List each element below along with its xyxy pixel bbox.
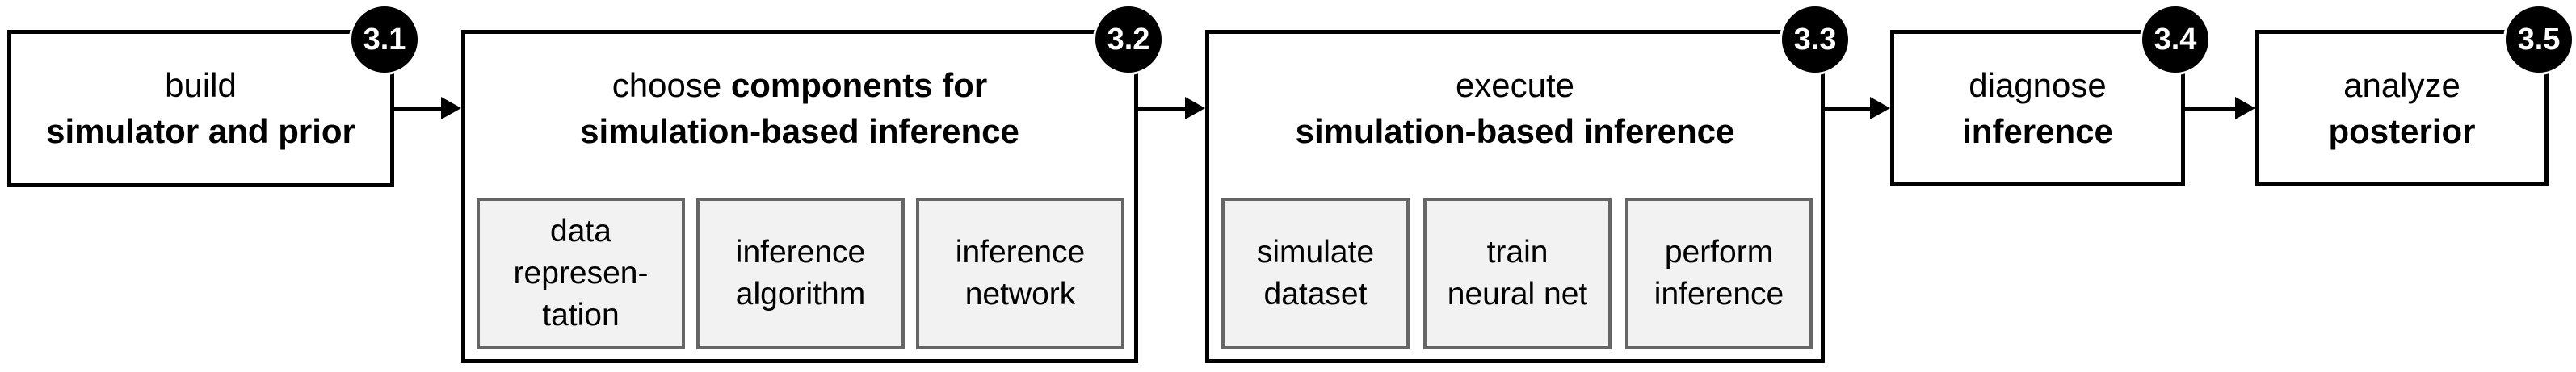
arrow-step2-to-step3: [1138, 97, 1205, 119]
subbox-label: data represen- tation: [513, 214, 649, 332]
step-title-analyze-posterior: analyze posterior: [2259, 62, 2544, 154]
step-badge-3-4: 3.4: [2140, 4, 2211, 75]
title-line-1: build: [165, 66, 237, 104]
subbox-label: inference algorithm: [735, 235, 866, 311]
step-badge-3-1: 3.1: [349, 4, 420, 75]
title-line-2: posterior: [2328, 112, 2476, 150]
arrow-step3-to-step4: [1825, 97, 1890, 119]
step-box-diagnose-inference: 3.4 diagnose inference: [1890, 4, 2211, 186]
subbox-train-neural-net: train neural net: [1423, 198, 1612, 349]
arrowhead-icon: [1185, 97, 1205, 119]
subbox-data-representation: data represen- tation: [477, 198, 685, 349]
subbox-inference-algorithm: inference algorithm: [696, 198, 905, 349]
title-line-2: simulator and prior: [46, 112, 355, 150]
title-line-1: execute: [1455, 66, 1575, 104]
arrowhead-icon: [441, 97, 461, 119]
subbox-label: inference network: [955, 235, 1086, 311]
title-line-2: simulation-based inference: [1295, 112, 1735, 150]
step-title-build-simulator-and-prior: build simulator and prior: [11, 62, 390, 154]
subbox-label: simulate dataset: [1256, 235, 1375, 311]
title-line-1: choose components for: [611, 66, 988, 104]
subbox-label: perform inference: [1654, 235, 1784, 311]
subbox-simulate-dataset: simulate dataset: [1221, 198, 1410, 349]
step-box-analyze-posterior: 3.5 analyze posterior: [2255, 4, 2574, 186]
step-box-execute-sbi: 3.3 execute simulation-based inference s…: [1205, 4, 1851, 363]
step-badge-3-3: 3.3: [1780, 4, 1851, 75]
arrowhead-icon: [1870, 97, 1890, 119]
subbox-perform-inference: perform inference: [1625, 198, 1813, 349]
arrow-step4-to-step5: [2185, 97, 2255, 119]
title-line-1: diagnose: [1969, 66, 2107, 104]
step-badge-3-2: 3.2: [1093, 4, 1164, 75]
arrow-step1-to-step2: [394, 97, 461, 119]
step-box-build-simulator-and-prior: 3.1 build simulator and prior: [7, 4, 420, 187]
title-line-2: simulation-based inference: [580, 112, 1019, 150]
title-line-1: analyze: [2343, 66, 2460, 104]
step-badge-3-5: 3.5: [2503, 4, 2574, 75]
step-title-choose-components: choose components for simulation-based i…: [465, 62, 1134, 154]
arrow-shaft: [2185, 107, 2235, 111]
subbox-label: train neural net: [1447, 235, 1588, 311]
arrowhead-icon: [2235, 97, 2255, 119]
arrow-shaft: [1138, 107, 1185, 111]
title-line-2: inference: [1962, 112, 2113, 150]
subbox-inference-network: inference network: [916, 198, 1124, 349]
arrow-shaft: [1825, 107, 1870, 111]
arrow-shaft: [394, 107, 441, 111]
step-title-execute-sbi: execute simulation-based inference: [1209, 62, 1821, 154]
step-box-choose-components: 3.2 choose components for simulation-bas…: [461, 4, 1164, 363]
step-title-diagnose-inference: diagnose inference: [1894, 62, 2181, 154]
